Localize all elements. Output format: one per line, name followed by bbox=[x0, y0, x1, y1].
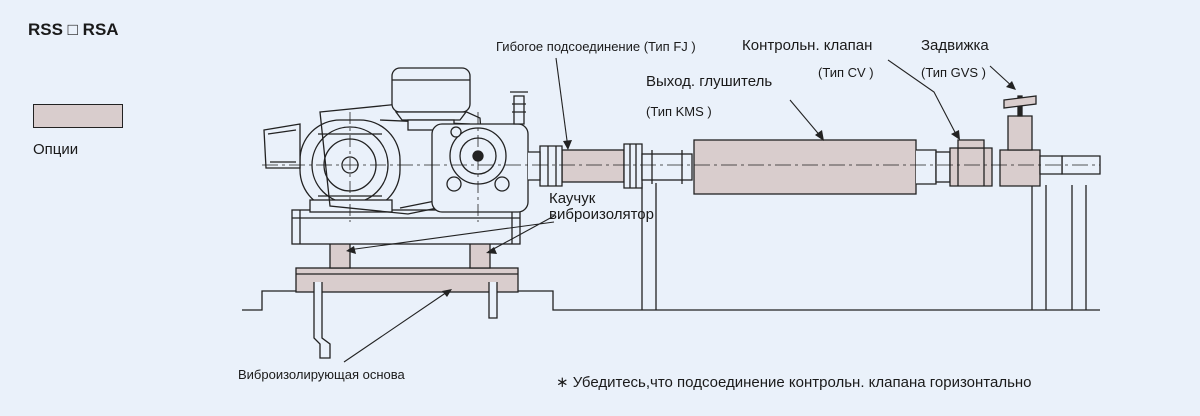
pipe-segment-2 bbox=[935, 151, 951, 183]
label-rubber-line2: виброизолятор bbox=[549, 206, 654, 223]
leader-rubber bbox=[347, 215, 555, 253]
rubber-isolator-right bbox=[469, 241, 491, 269]
label-vibration-base: Виброизолирующая основа bbox=[238, 367, 405, 382]
flex-connector bbox=[561, 149, 625, 183]
diagram-title: RSS □ RSA bbox=[28, 20, 119, 39]
floor-outline bbox=[242, 290, 1100, 311]
pipe-support-1 bbox=[641, 183, 657, 310]
label-rubber-line1: Каучук bbox=[549, 190, 596, 207]
common-frame bbox=[291, 209, 521, 245]
vibration-base bbox=[295, 267, 519, 293]
leader-check bbox=[887, 59, 959, 139]
legend-label: Опции bbox=[33, 141, 79, 158]
leader-flex bbox=[555, 57, 569, 149]
pipe-support-2 bbox=[1031, 185, 1047, 310]
label-gate-valve: Задвижка bbox=[921, 37, 989, 54]
rubber-isolator-left bbox=[329, 241, 351, 269]
label-check-valve: Контрольн. клапан bbox=[742, 37, 873, 54]
anchor-bolt-left bbox=[313, 282, 331, 359]
footnote: ∗ Убедитесь,что подсоединение контрольн.… bbox=[556, 374, 1032, 391]
leader-muffler bbox=[789, 99, 823, 139]
label-check-valve-type: (Тип CV ) bbox=[818, 65, 874, 80]
label-flex-connector: Гибогое подсоединение (Тип FJ ) bbox=[496, 39, 696, 54]
inlet-silencer bbox=[391, 67, 471, 113]
label-muffler: Выход. глушитель bbox=[646, 73, 773, 90]
gate-valve bbox=[999, 149, 1041, 187]
pipe-support-3 bbox=[1071, 185, 1087, 310]
leader-base bbox=[343, 289, 451, 363]
legend-swatch bbox=[33, 104, 123, 128]
check-valve bbox=[949, 147, 993, 187]
relief-valve bbox=[510, 91, 528, 125]
anchor-bolt-right bbox=[488, 282, 498, 319]
label-muffler-type: (Тип KMS ) bbox=[646, 104, 712, 119]
label-gate-valve-type: (Тип GVS ) bbox=[921, 65, 987, 80]
pipe-segment-1 bbox=[641, 153, 693, 181]
outlet-muffler bbox=[693, 139, 917, 195]
